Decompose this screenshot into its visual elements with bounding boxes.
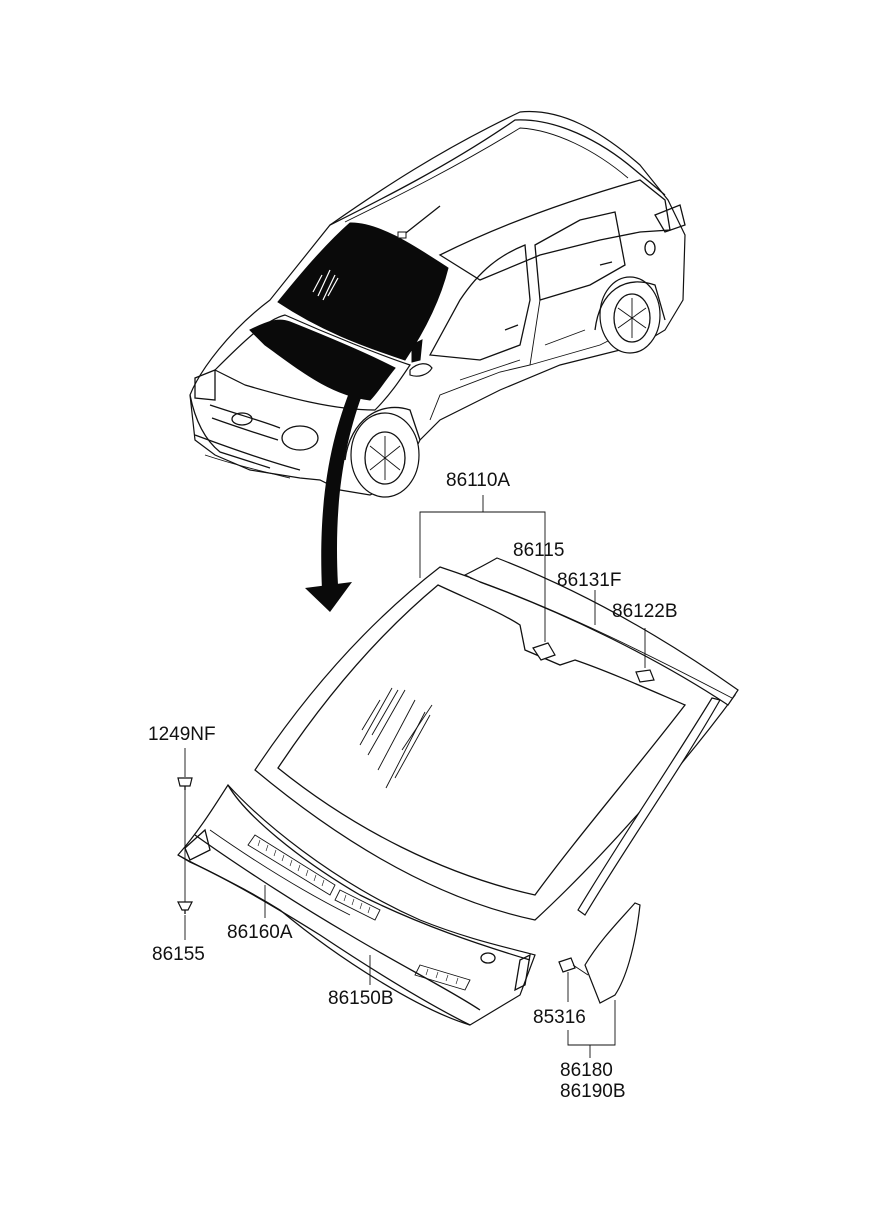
mirror-pad[interactable] <box>532 642 556 661</box>
label-trim-rh: 86190B <box>560 1081 626 1102</box>
label-rain-sensor: 86122B <box>612 601 678 622</box>
windshield-molding[interactable] <box>463 557 739 916</box>
label-cowl-cover: 86150B <box>328 988 394 1009</box>
label-fastener: 86155 <box>152 944 205 965</box>
cowl-panel[interactable] <box>177 784 536 1026</box>
leader-lines <box>184 495 646 1058</box>
windshield-glass[interactable] <box>254 566 736 921</box>
clip-part[interactable] <box>177 777 193 790</box>
label-windshield-molding: 86131F <box>557 570 621 591</box>
screw-part[interactable] <box>558 957 589 976</box>
direction-arrow <box>305 385 362 612</box>
label-mirror-pad: 86115 <box>513 540 564 561</box>
label-windshield-glass: 86110A <box>446 470 510 491</box>
fastener-part[interactable] <box>177 901 193 914</box>
side-trim[interactable] <box>584 902 641 1004</box>
car-illustration <box>189 110 686 498</box>
label-screw: 85316 <box>533 1007 586 1028</box>
label-trim-lh: 86180 <box>560 1060 613 1081</box>
rain-sensor[interactable] <box>635 669 655 683</box>
label-cowl-panel: 86160A <box>227 922 293 943</box>
label-clip: 1249NF <box>148 724 216 745</box>
